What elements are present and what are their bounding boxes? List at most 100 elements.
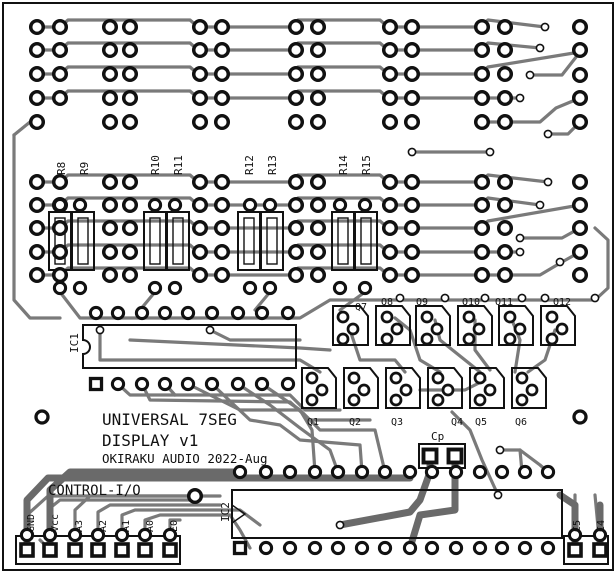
display-pad-right (571, 113, 589, 131)
display-pad (496, 65, 514, 83)
ic1-pin (230, 305, 246, 321)
display-pad (403, 196, 421, 214)
transistor-pad (462, 310, 476, 324)
display-pad (121, 219, 139, 237)
ic2-pin (377, 464, 393, 480)
cap-pad (421, 447, 439, 465)
transistor-pad (315, 383, 329, 397)
display-pad (213, 243, 231, 261)
silkscreen-layer (15, 211, 609, 565)
display-pad (51, 89, 69, 107)
via (525, 70, 535, 80)
resistor-r11 (166, 211, 190, 271)
display-pad (403, 173, 421, 191)
display-pad (287, 41, 305, 59)
display-pad (101, 266, 119, 284)
display-pad (101, 65, 119, 83)
display-pad (496, 219, 514, 237)
resistor-pad (262, 197, 278, 213)
display-pad (473, 65, 491, 83)
ic1-pin (110, 376, 126, 392)
label-gnd: GND (26, 514, 37, 532)
label-cp: Cp (431, 430, 444, 443)
display-pad (309, 18, 327, 36)
ic2-pin (354, 540, 370, 556)
display-pad (496, 18, 514, 36)
display-pad (287, 196, 305, 214)
display-pad (403, 41, 421, 59)
ic1-pin (230, 376, 246, 392)
display-pad (381, 65, 399, 83)
header-pad (19, 542, 35, 558)
display-pad (287, 18, 305, 36)
display-pad (28, 243, 46, 261)
label-r13: R13 (266, 155, 279, 175)
display-pad (121, 266, 139, 284)
via (590, 293, 600, 303)
display-pad (496, 89, 514, 107)
via (95, 325, 105, 335)
ic2-pin (258, 464, 274, 480)
ic2-outline (231, 489, 563, 539)
display-pad (473, 173, 491, 191)
transistor-pad (380, 310, 394, 324)
display-pad (121, 196, 139, 214)
header-pad-upper (592, 527, 608, 543)
display-pad (101, 173, 119, 191)
display-pad (191, 89, 209, 107)
display-pad (381, 219, 399, 237)
label-q9: Q9 (416, 297, 428, 308)
via (543, 177, 553, 187)
display-pad (121, 18, 139, 36)
label-r9: R9 (78, 162, 91, 175)
display-pad-right (571, 219, 589, 237)
display-pad (121, 113, 139, 131)
title-line-2: DISPLAY v1 (102, 431, 198, 450)
display-pad (191, 243, 209, 261)
label-q2: Q2 (349, 417, 361, 428)
ic2-pin (494, 540, 510, 556)
transistor-pad (357, 383, 371, 397)
display-pad (473, 219, 491, 237)
label-r12: R12 (243, 155, 256, 175)
transistor-pad (503, 332, 517, 346)
resistor-pad (72, 280, 88, 296)
ic2-pin (377, 540, 393, 556)
ic1-pin (280, 305, 296, 321)
header-pad (567, 542, 583, 558)
ic2-pin (494, 464, 510, 480)
ic1-pin (254, 305, 270, 321)
label-q12: Q12 (553, 297, 571, 308)
display-pad (51, 65, 69, 83)
label-c5: C5 (572, 520, 583, 532)
display-pad (28, 41, 46, 59)
transistor-pad (515, 393, 529, 407)
resistor-pad (147, 197, 163, 213)
display-pad (213, 196, 231, 214)
display-pad (191, 18, 209, 36)
via (535, 43, 545, 53)
ic2-pin-1 (232, 540, 248, 556)
ic1-pin (110, 305, 126, 321)
display-pad (213, 219, 231, 237)
resistor-pad (167, 197, 183, 213)
display-pad (381, 89, 399, 107)
transistor-pad (305, 393, 319, 407)
display-pad (213, 18, 231, 36)
display-pad (309, 113, 327, 131)
transistor-pad (336, 310, 350, 324)
ic2-pin (307, 464, 323, 480)
ic1-pin (134, 305, 150, 321)
display-pad (121, 65, 139, 83)
display-pad (191, 113, 209, 131)
resistor-r12 (237, 211, 261, 271)
transistor-pad (420, 332, 434, 346)
display-pad (381, 243, 399, 261)
display-pad (287, 219, 305, 237)
via (335, 520, 345, 530)
label-r15: R15 (360, 155, 373, 175)
transistor-pad (389, 393, 403, 407)
ic2-pin (448, 540, 464, 556)
mount-hole (572, 409, 588, 425)
display-pad (403, 113, 421, 131)
